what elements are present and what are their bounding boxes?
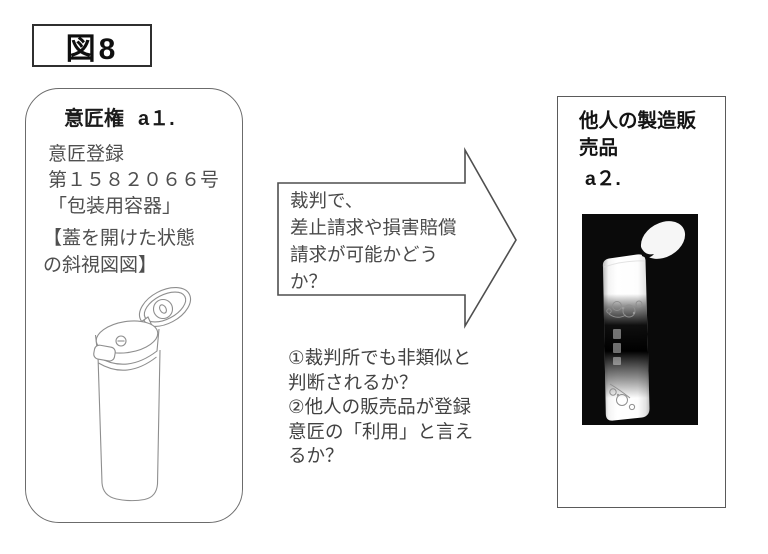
registration-text: 意匠登録 第１５８２０６６号 「包装用容器」 bbox=[48, 142, 219, 220]
arrow-question-text: 裁判で、 差止請求や損害賠償 請求が可能かどう か？ bbox=[290, 187, 457, 295]
drawing-caption: 【蓋を開けた状態 の斜視図図】 bbox=[43, 225, 195, 279]
arrow-text-line: 裁判で、 bbox=[290, 190, 364, 211]
issue-line: 判断されるか？ bbox=[288, 371, 418, 393]
issue-line: るか？ bbox=[288, 445, 344, 466]
registration-line: 第１５８２０６６号 bbox=[48, 170, 220, 191]
product-photo bbox=[582, 214, 698, 425]
arrow-text-line: 請求が可能かどう bbox=[290, 244, 439, 265]
issue-line: 意匠の「利用」と言え bbox=[288, 420, 474, 442]
competitor-product-title: 他人の製造販売品 bbox=[579, 110, 697, 159]
issues-list: ①裁判所でも非類似と 判断されるか？ ②他人の販売品が登録 意匠の「利用」と言え… bbox=[288, 346, 473, 469]
design-right-item-label: a１. bbox=[138, 108, 175, 130]
registration-line: 意匠登録 bbox=[48, 144, 125, 165]
caption-line: 【蓋を開けた状態 bbox=[43, 228, 196, 249]
competitor-product-item-label: a２. bbox=[585, 168, 621, 190]
figure-label-box: 図8 bbox=[32, 24, 152, 67]
design-right-panel: 意匠権 a１. 意匠登録 第１５８２０６６号 「包装用容器」 【蓋を開けた状態 の… bbox=[25, 88, 243, 523]
arrow-text-line: 差止請求や損害賠償 bbox=[290, 217, 457, 238]
competitor-product-panel: 他人の製造販売品 a２. bbox=[557, 96, 726, 508]
caption-line: の斜視図図】 bbox=[43, 255, 158, 276]
registration-line: 「包装用容器」 bbox=[48, 196, 182, 217]
arrow-text-line: か？ bbox=[290, 271, 328, 292]
arrow-right-shape bbox=[277, 146, 517, 329]
container-line-drawing bbox=[93, 286, 192, 502]
issue-line: ②他人の販売品が登録 bbox=[288, 396, 472, 417]
design-right-title: 意匠権 a１. bbox=[64, 102, 175, 131]
figure-label: 図8 bbox=[65, 32, 119, 66]
issue-line: ①裁判所でも非類似と bbox=[288, 347, 472, 368]
design-right-title-text: 意匠権 bbox=[64, 108, 124, 130]
